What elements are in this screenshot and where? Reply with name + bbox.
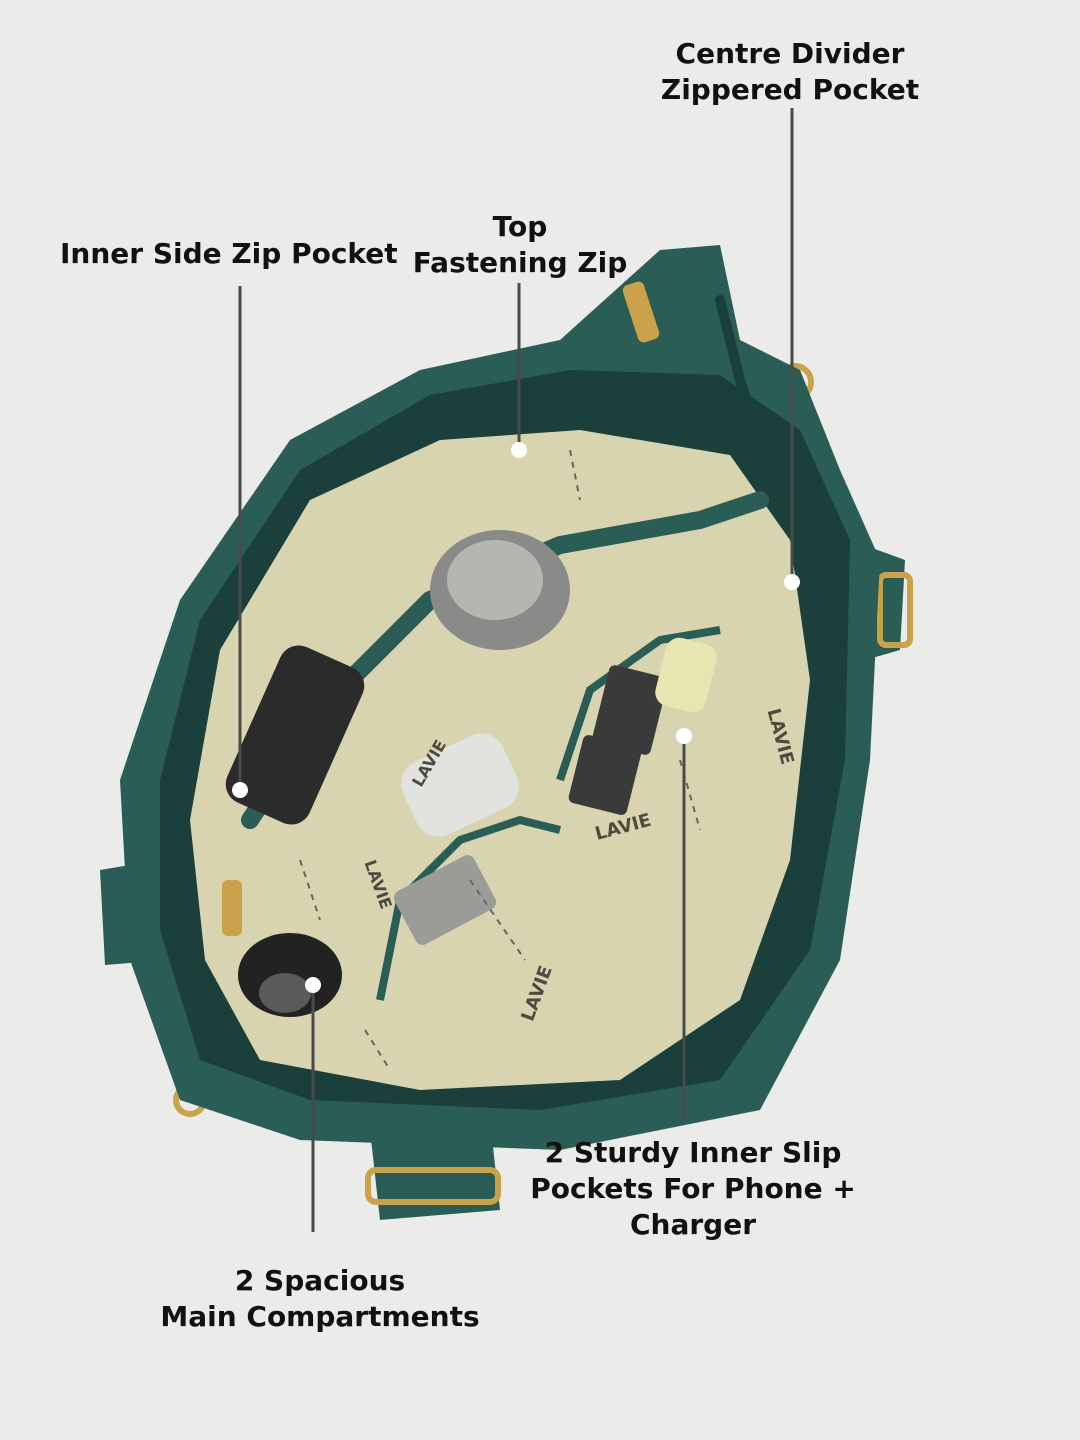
charger-block-1 <box>592 665 668 755</box>
callout-leaders <box>238 108 794 1232</box>
callout-top-fastening: Top Fastening Zip <box>410 209 630 281</box>
callout-dots <box>232 442 800 993</box>
top-zip-track <box>715 295 805 545</box>
strap-buckle-right <box>877 572 913 648</box>
callout-main-compartments: 2 Spacious Main Compartments <box>160 1263 480 1335</box>
callout-inner-slip-line-1: 2 Sturdy Inner Slip <box>544 1136 842 1169</box>
callout-inner-slip-line-3: Charger <box>629 1208 757 1241</box>
callout-inner-side-zip-line-1: Inner Side Zip Pocket <box>60 237 398 270</box>
tumbler-lid-highlight <box>447 540 543 620</box>
phone <box>225 645 365 825</box>
callout-centre-divider: Centre Divider Zippered Pocket <box>640 36 940 108</box>
slip-pocket-outline <box>556 626 721 782</box>
charger-block-2 <box>568 735 642 815</box>
stapler-clip <box>394 855 496 945</box>
callout-centre-divider-line-1: Centre Divider <box>675 37 905 70</box>
zip-pull-side <box>222 880 242 936</box>
perfume-cap <box>259 973 311 1013</box>
strap-buckle-bottom <box>365 1167 501 1205</box>
callout-inner-slip: 2 Sturdy Inner Slip Pockets For Phone + … <box>528 1135 858 1243</box>
callout-inner-slip-line-2: Pockets For Phone + <box>530 1172 856 1205</box>
callout-centre-divider-line-2: Zippered Pocket <box>660 73 920 106</box>
callout-inner-side-zip: Inner Side Zip Pocket <box>60 236 398 272</box>
callout-main-compartments-line-2: Main Compartments <box>160 1300 480 1333</box>
lip-balm <box>655 637 717 713</box>
compact-case <box>401 733 519 837</box>
callout-top-fastening-line-2: Fastening Zip <box>412 246 628 279</box>
zip-pull-top <box>622 281 660 343</box>
callout-main-compartments-line-1: 2 Spacious <box>234 1264 406 1297</box>
slip-pocket-outline-2 <box>376 815 561 1001</box>
callout-top-fastening-line-1: Top <box>492 210 548 243</box>
